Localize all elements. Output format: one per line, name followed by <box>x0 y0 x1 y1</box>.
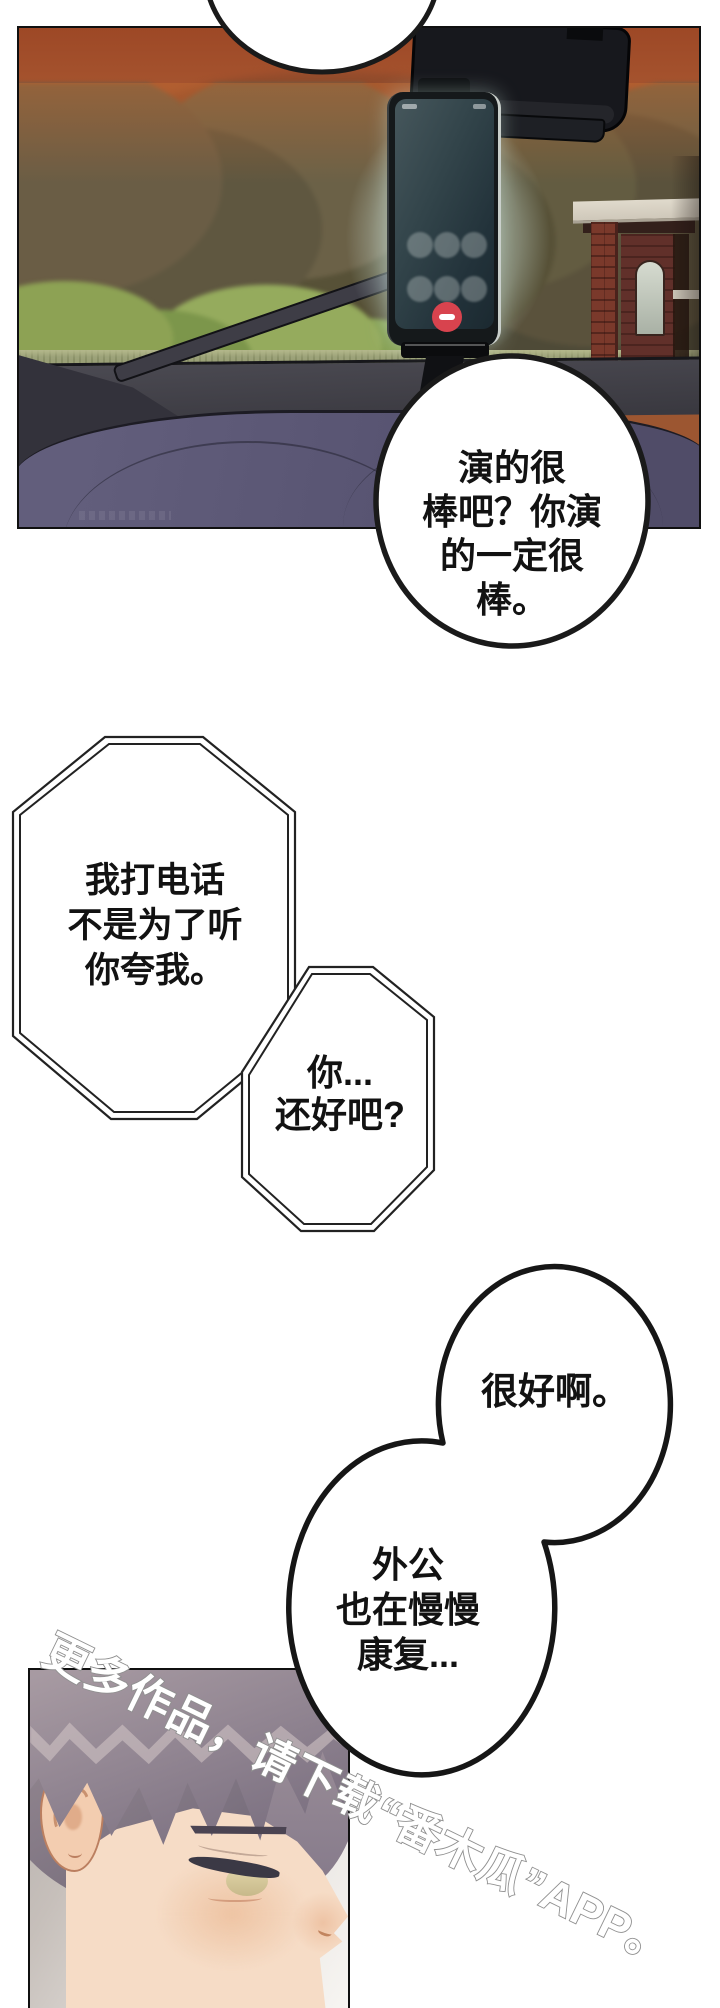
dial-button <box>434 232 460 258</box>
grandpa-line-3: 康复... <box>356 1634 459 1675</box>
dial-button <box>461 232 487 258</box>
status-bar-left <box>402 104 417 109</box>
fine-line-1: 很好啊。 <box>481 1371 629 1412</box>
grandpa-line-1: 外公 <box>371 1544 444 1585</box>
arched-window <box>635 260 665 336</box>
mirror-stem <box>566 28 604 41</box>
grandpa-bubble-text: 外公 也在慢慢 康复... <box>292 1542 524 1677</box>
praise-line-3: 的一定很 <box>439 535 584 576</box>
dashboard-contour-1 <box>63 441 433 527</box>
call-reason-line-2: 不是为了听 <box>67 906 243 945</box>
phone-screen <box>395 99 494 332</box>
portrait-panel <box>28 1668 350 2008</box>
praise-line-1: 演的很 <box>457 447 566 488</box>
phone <box>387 92 501 346</box>
call-reason-bubble-text: 我打电话 不是为了听 你夸我。 <box>22 858 288 993</box>
car-scene-panel <box>17 26 701 529</box>
are-you-ok-bubble-text: 你... 还好吧? <box>250 1052 430 1136</box>
praise-line-2: 棒吧？你演 <box>421 491 602 532</box>
handset-icon <box>439 314 455 320</box>
praise-bubble-text: 演的很 棒吧？你演 的一定很 棒。 <box>377 446 647 622</box>
call-reason-line-1: 我打电话 <box>84 861 225 900</box>
mount-clamp-highlight <box>405 344 485 346</box>
fine-bubble-text: 很好啊。 <box>455 1371 655 1413</box>
eye-lower-lid <box>208 1894 262 1902</box>
status-bar-right <box>473 104 486 109</box>
call-reason-line-3: 你夸我。 <box>84 951 225 990</box>
gate-side-shadow <box>673 234 689 384</box>
gate-ledge <box>673 290 699 299</box>
dial-button <box>407 232 433 258</box>
praise-line-4: 棒。 <box>475 579 548 620</box>
ear-lobe-line <box>68 1848 82 1858</box>
dial-button <box>407 276 433 302</box>
dial-button <box>461 276 487 302</box>
grandpa-line-2: 也在慢慢 <box>335 1589 480 1630</box>
hangup-call-button <box>432 302 462 332</box>
dial-button <box>434 276 460 302</box>
are-you-ok-line-2: 还好吧? <box>275 1094 405 1135</box>
are-you-ok-line-1: 你... <box>306 1052 373 1093</box>
nose-shading <box>292 1892 348 1954</box>
dash-faint-marks <box>79 511 171 520</box>
